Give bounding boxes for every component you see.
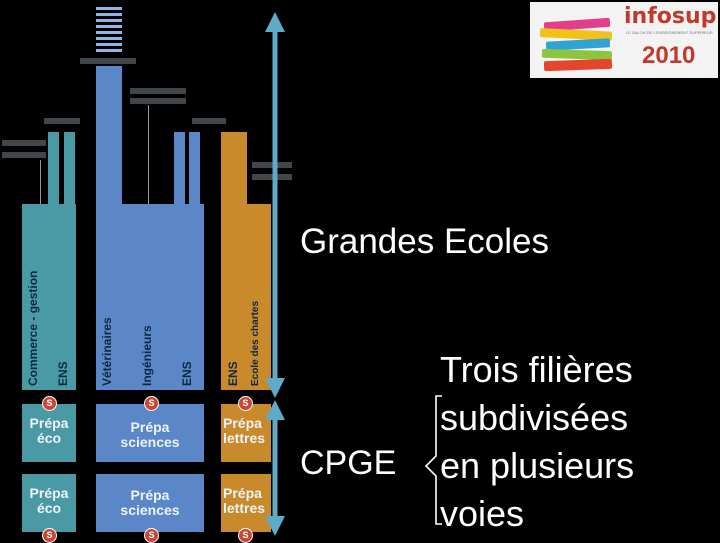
prepa-sciences-label-2: Prépa sciences — [110, 488, 190, 518]
annotation-mark — [80, 58, 136, 64]
logo-tagline: LE SALON DE L'ENSEIGNEMENT SUPÉRIEUR — [626, 30, 716, 35]
s-badge: S — [144, 528, 159, 543]
s-badge: S — [42, 528, 57, 543]
filieres-line: voies — [440, 490, 634, 538]
filieres-line: en plusieurs — [440, 442, 634, 490]
s-badge: S — [144, 396, 159, 411]
filieres-line: subdivisées — [440, 394, 634, 442]
sciences-label-veterinaires: Vétérinaires — [100, 280, 114, 386]
label-cpge: CPGE — [300, 444, 396, 483]
annotation-mark — [44, 118, 80, 124]
filieres-line: Trois filières — [440, 346, 634, 394]
annotation-mark — [192, 118, 226, 124]
tube — [189, 132, 200, 204]
books-logo-graphic — [538, 18, 622, 74]
s-badge: S — [42, 396, 57, 411]
stack-lines — [96, 4, 122, 54]
prepa-sciences-label-1: Prépa sciences — [110, 420, 190, 450]
sciences-label-ens: ENS — [180, 346, 194, 386]
s-badge: S — [238, 528, 253, 543]
tube — [221, 132, 247, 204]
sciences-label-ingenieurs: Ingénieurs — [140, 296, 154, 386]
range-arrows — [255, 10, 295, 540]
logo-brand: infosup — [624, 4, 716, 29]
tube — [48, 132, 59, 204]
infosup-logo: infosup LE SALON DE L'ENSEIGNEMENT SUPÉR… — [530, 2, 718, 78]
annotation-mark — [130, 98, 186, 104]
commerce-vertical-label: Commerce - gestion — [26, 210, 40, 386]
s-badge: S — [238, 396, 253, 411]
leader-line — [148, 105, 149, 205]
grandes-ecoles-arrow — [265, 12, 285, 398]
logo-year: 2010 — [642, 42, 695, 70]
annotation-mark — [2, 140, 46, 146]
prepa-eco-label-2: Prépa éco — [24, 486, 74, 516]
tube — [174, 132, 185, 204]
prepa-eco-label-1: Prépa éco — [24, 416, 74, 446]
filieres-text: Trois filières subdivisées en plusieurs … — [440, 346, 634, 538]
tube — [96, 66, 122, 206]
tube — [64, 132, 75, 204]
cpge-arrow — [265, 400, 285, 536]
annotation-mark — [130, 88, 186, 94]
heading-grandes-ecoles: Grandes Ecoles — [300, 222, 549, 262]
commerce-sub-label: ENS — [56, 340, 70, 386]
leader-line — [40, 160, 41, 205]
annotation-mark — [2, 152, 46, 158]
lettres-label-ens: ENS — [226, 346, 240, 386]
